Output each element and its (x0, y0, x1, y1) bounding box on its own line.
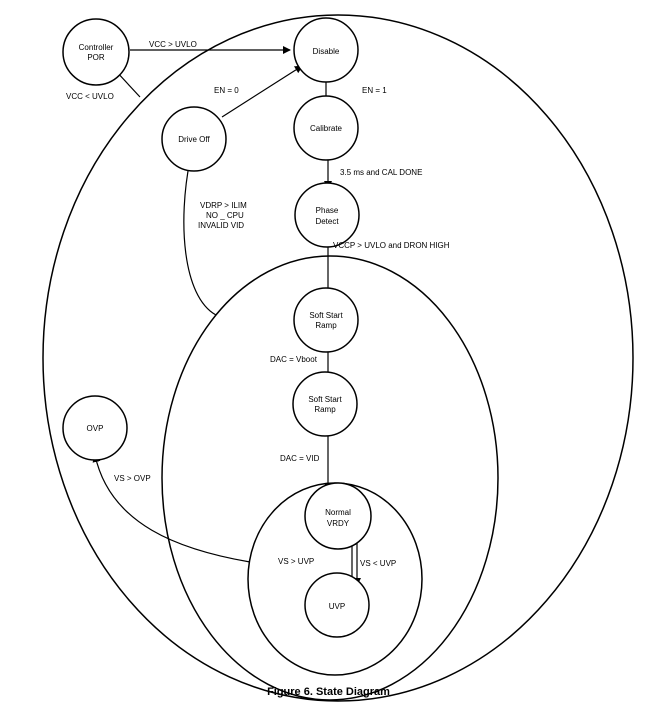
node-soft-start-ramp-1: Soft Start Ramp (293, 287, 359, 353)
node-ovp-label: OVP (87, 424, 104, 433)
label-vs-lt-uvp: VS < UVP (360, 559, 396, 568)
label-fault-2: NO _ CPU (206, 211, 244, 220)
label-fault-3: INVALID VID (198, 221, 244, 230)
node-calibrate: Calibrate (293, 95, 359, 161)
label-vcc-lt-uvlo: VCC < UVLO (66, 92, 114, 101)
node-drive-off: Drive Off (161, 106, 227, 172)
middle-state-boundary (161, 255, 499, 701)
label-vccp: VCCP > UVLO and DRON HIGH (333, 241, 450, 250)
edge-to-ovp (92, 454, 251, 563)
label-dac-vid: DAC = VID (280, 454, 320, 463)
node-disable-label: Disable (313, 47, 340, 56)
node-uvp-label: UVP (329, 602, 345, 611)
node-soft-start-2-line2: Ramp (314, 405, 336, 414)
node-controller-por-line2: POR (87, 53, 105, 62)
node-soft-start-ramp-2: Soft Start Ramp (292, 371, 358, 437)
label-fault-1: VDRP > ILIM (200, 201, 247, 210)
node-normal-vrdy: Normal VRDY (304, 482, 372, 550)
label-vcc-gt-uvlo: VCC > UVLO (149, 40, 197, 49)
label-vs-ovp: VS > OVP (114, 474, 151, 483)
node-ovp: OVP (62, 395, 128, 461)
node-soft-start-1-line2: Ramp (315, 321, 337, 330)
outer-state-boundary (42, 14, 634, 702)
label-en-1: EN = 1 (362, 86, 387, 95)
label-dac-vboot: DAC = Vboot (270, 355, 318, 364)
figure-caption: Figure 6. State Diagram (267, 686, 390, 698)
node-normal-vrdy-line2: VRDY (327, 519, 350, 528)
label-cal-done: 3.5 ms and CAL DONE (340, 168, 422, 177)
label-en-0: EN = 0 (214, 86, 239, 95)
label-vs-gt-uvp: VS > UVP (278, 557, 314, 566)
node-phase-detect: Phase Detect (294, 182, 360, 248)
node-normal-vrdy-line1: Normal (325, 508, 351, 517)
node-phase-detect-line2: Detect (315, 217, 339, 226)
node-soft-start-1-line1: Soft Start (309, 311, 343, 320)
node-soft-start-2-line1: Soft Start (308, 395, 342, 404)
node-uvp: UVP (304, 572, 370, 638)
node-phase-detect-line1: Phase (316, 206, 339, 215)
node-disable: Disable (293, 17, 359, 83)
node-drive-off-label: Drive Off (178, 135, 210, 144)
edge-driveoff-to-disable (221, 65, 303, 118)
node-controller-por-line1: Controller (79, 43, 114, 52)
node-controller-por: Controller POR (62, 18, 130, 86)
edge-to-drive-off (183, 159, 217, 316)
node-calibrate-label: Calibrate (310, 124, 343, 133)
